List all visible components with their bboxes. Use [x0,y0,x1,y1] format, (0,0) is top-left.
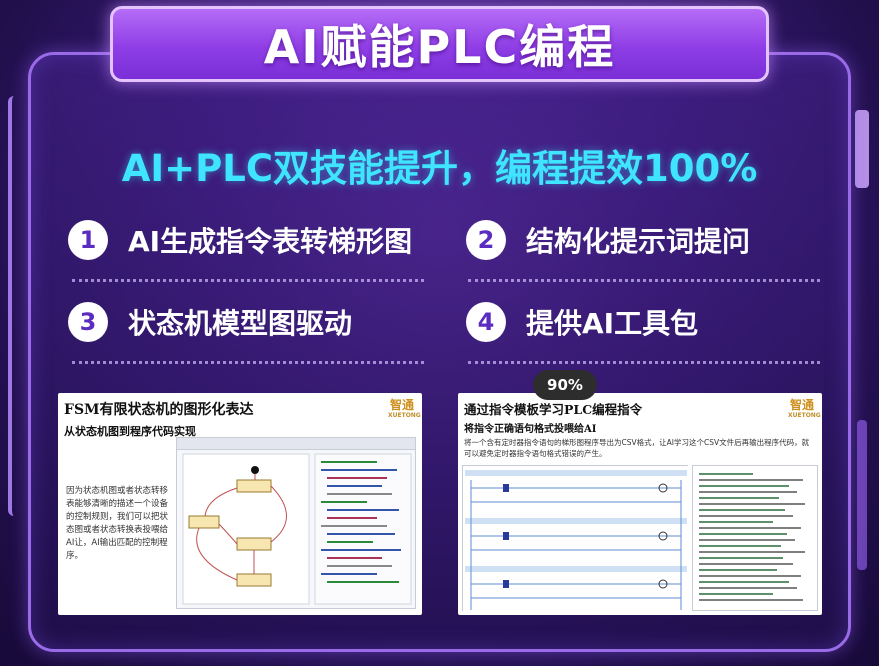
left-panel-subtitle: 从状态机图到程序代码实现 [64,425,196,438]
brand-logo: 智通 XUETONG [388,398,421,424]
feature-label-1: AI生成指令表转梯形图 [128,225,413,258]
feature-item-1: 1 AI生成指令表转梯形图 [68,218,412,262]
feature-item-4: 4 提供AI工具包 [466,300,698,344]
brand-logo-text: 智通 [789,398,814,412]
title-banner: AI赋能PLC编程 [110,6,769,82]
right-preview-panel: 通过指令模板学习PLC编程指令 将指令正确语句格式投喂给AI 智通 XUETON… [458,393,822,615]
feature-item-2: 2 结构化提示词提问 [466,218,750,262]
right-panel-title: 通过指令模板学习PLC编程指令 [464,402,643,417]
divider-dots [468,279,820,282]
page-subtitle: AI+PLC双技能提升，编程提效100% [121,147,758,190]
right-panel-subtitle: 将指令正确语句格式投喂给AI [464,424,597,435]
brand-logo-sub: XUETONG [788,412,821,419]
csv-code-graphic [699,473,805,601]
brand-logo-text: 智通 [389,398,414,412]
zoom-level-badge: 90% [533,370,597,400]
feature-number-1: 1 [68,220,108,260]
feature-number-2: 2 [466,220,506,260]
feature-item-3: 3 状态机模型图驱动 [68,300,352,344]
left-panel-body: 因为状态机图或者状态转移表能够清晰的描述一个设备的控制规则，我们可以把状态图或者… [66,486,169,561]
feature-label-3: 状态机模型图驱动 [128,307,353,340]
ladder-diagram-graphic [463,466,689,612]
divider-dots [72,279,424,282]
left-preview-panel: FSM有限状态机的图形化表达 从状态机图到程序代码实现 智通 XUETONG 因… [58,393,422,615]
state-diagram-graphic [182,453,412,605]
frame-decoration-right [855,110,869,188]
state-diagram-screenshot [176,437,416,609]
csv-code-screenshot [692,465,818,611]
right-panel-body: 将一个含有定时器指令语句的梯形图程序导出为CSV格式，让AI学习这个CSV文件后… [464,438,810,458]
page-title: AI赋能PLC编程 [263,20,616,74]
brand-logo: 智通 XUETONG [788,398,821,424]
mini-window-bar [177,438,415,450]
feature-number-3: 3 [68,302,108,342]
divider-dots [72,361,424,364]
divider-dots [468,361,820,364]
feature-label-2: 结构化提示词提问 [526,225,751,258]
frame-decoration-left [8,96,20,516]
feature-number-4: 4 [466,302,506,342]
left-panel-title: FSM有限状态机的图形化表达 [64,402,254,418]
ladder-diagram-screenshot [462,465,689,612]
feature-label-4: 提供AI工具包 [526,307,699,340]
frame-decoration-right-lower [857,420,867,570]
brand-logo-sub: XUETONG [388,412,421,419]
